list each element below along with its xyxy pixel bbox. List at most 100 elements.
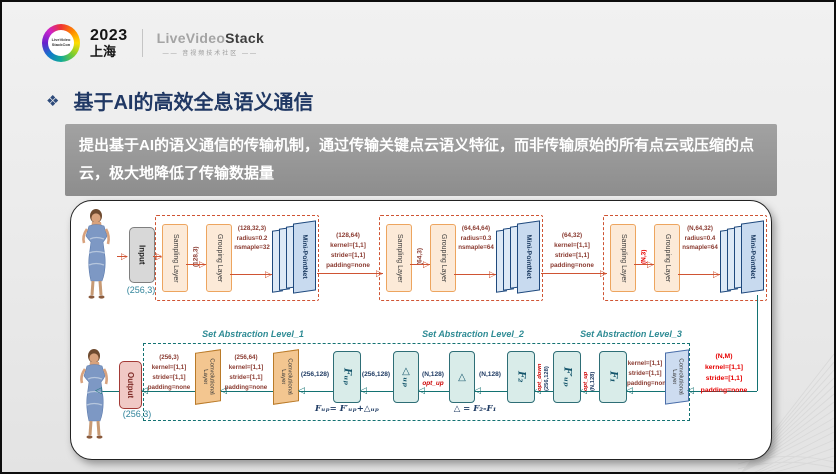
mid-conv-params: (256,64) kernel=[1,1] stride=[1,1] paddi… <box>224 354 268 391</box>
feature-box-f1: F₁ <box>599 351 627 403</box>
flow-line <box>317 273 383 274</box>
dim-label: (N,128) <box>590 371 596 391</box>
grouping-layer-label: Grouping Layer <box>440 233 448 283</box>
opt-up-label: opt_up <box>422 380 444 387</box>
sampling-layer-label: Sampling Layer <box>396 233 404 283</box>
set-abstraction-module-3: Sampling Layer (N,3) Grouping Layer (N,6… <box>603 215 767 301</box>
arrowhead-right-icon <box>489 270 496 279</box>
output-box: Output <box>119 361 142 409</box>
opt-up-label: opt_up <box>583 371 589 391</box>
sampling-output-dim: (64,3) <box>416 248 424 266</box>
grouping-layer-box: Grouping Layer <box>654 224 680 292</box>
grouping-params: (N,64,32) radius=0.4 nsmaple=64 <box>682 225 718 252</box>
f1-conv-params: kernel=[1,1] stride=[1,1] padding=none <box>627 360 670 387</box>
brand-wordmark: LiveVideoStack —— 音视频技术社区 —— <box>157 30 264 57</box>
mini-pointnet-box: Mini-PointNet <box>496 220 540 296</box>
dim-label: (256,128) <box>300 371 330 378</box>
sampling-output-dim: (128,3) <box>192 246 200 268</box>
sampling-layer-box: Sampling Layer <box>610 224 636 292</box>
feature-box-delta-up: △ᵤₚ <box>393 351 419 403</box>
grouping-layer-box: Grouping Layer <box>206 224 232 292</box>
transition-params-2: (64,32) kernel=[1,1] stride=[1,1] paddin… <box>550 232 594 269</box>
point-cloud-person-output <box>79 349 109 441</box>
mini-pointnet-label: Mini-PointNet <box>749 234 757 280</box>
flow-line <box>186 264 206 265</box>
conference-logo-text: LiveVideo StackCon <box>51 37 71 47</box>
convolutional-layer-label: Convolutional Layer <box>671 357 684 396</box>
delta-equation: △ = F₂-F₁ <box>453 404 497 414</box>
conference-logo-icon: LiveVideo StackCon <box>42 24 80 62</box>
arrowhead-right-icon <box>423 260 430 269</box>
convolutional-layer-box: Convolutional Layer <box>195 349 221 405</box>
nm-params: (N,M) kernel=[1,1] stride=[1,1] padding=… <box>700 353 748 394</box>
dim-label: (N,128) <box>422 371 444 378</box>
output-dim: (256,3) <box>122 409 152 419</box>
input-box: Input <box>129 227 155 283</box>
mini-pointnet-label: Mini-PointNet <box>301 234 309 280</box>
feature-box-delta: △ <box>449 351 475 403</box>
set-abstraction-level-1-label: Set Abstraction Level_1 <box>202 329 304 339</box>
dim-label: (N,128) <box>479 371 501 378</box>
sampling-output-dim: (N,3) <box>640 249 648 265</box>
mini-pointnet-box: Mini-PointNet <box>720 220 764 296</box>
brand-tagline: —— 音视频技术社区 —— <box>162 50 258 57</box>
convolutional-layer-label: Convolutional Layer <box>280 357 293 396</box>
decorative-fan-pattern <box>738 353 834 472</box>
sampling-layer-label: Sampling Layer <box>172 233 180 283</box>
feature-propagation-box <box>143 343 690 421</box>
set-abstraction-level-2-label: Set Abstraction Level_2 <box>422 329 524 339</box>
flow-line <box>230 274 272 275</box>
transition-params-1: (128,64) kernel=[1,1] stride=[1,1] paddi… <box>326 232 370 269</box>
arrowhead-right-icon <box>199 260 206 269</box>
feature-box-f2: F₂ <box>507 351 535 403</box>
flow-line-down <box>757 295 758 391</box>
dim-label: (256,128) <box>544 366 550 391</box>
output-conv-params: (256,3) kernel=[1,1] stride=[1,1] paddin… <box>147 354 191 391</box>
page-title: 基于AI的高效全息语义通信 <box>73 92 314 114</box>
dim-label: (256,128) <box>361 371 391 378</box>
title-row: ❖ 基于AI的高效全息语义通信 <box>46 86 313 115</box>
flow-line <box>410 264 430 265</box>
feature-box-fpup: F′ᵤₚ <box>553 351 581 403</box>
arrowhead-right-icon <box>265 270 272 279</box>
feature-box-fup: Fᵤₚ <box>333 351 361 403</box>
arrowhead-right-icon <box>713 270 720 279</box>
arrowhead-left-icon <box>95 386 102 395</box>
conference-city: 上海 <box>90 43 117 59</box>
convolutional-layer-box-right: Convolutional Layer <box>665 349 689 405</box>
summary-box: 提出基于AI的语义通信的传输机制，通过传输关键点云语义特征，而非传输原始的所有点… <box>65 124 777 196</box>
grouping-layer-box: Grouping Layer <box>430 224 456 292</box>
arrowhead-right-icon <box>121 252 128 261</box>
opt-down-label: opt_down <box>537 363 543 391</box>
flow-line <box>541 273 607 274</box>
arrowhead-left-icon <box>474 386 481 395</box>
sampling-layer-box: Sampling Layer <box>386 224 412 292</box>
flow-line <box>454 274 496 275</box>
grouping-params: (128,32,3) radius=0.2 nsmaple=32 <box>234 225 270 252</box>
grouping-layer-label: Grouping Layer <box>216 233 224 283</box>
conference-year: 2023 <box>90 26 128 44</box>
opt-up-dim-labels: opt_up (N,128) <box>583 351 597 391</box>
flow-line <box>678 274 720 275</box>
set-abstraction-module-1: Sampling Layer (128,3) Grouping Layer (1… <box>155 215 319 301</box>
arrowhead-left-icon <box>360 386 367 395</box>
set-abstraction-module-2: Sampling Layer (64,3) Grouping Layer (64… <box>379 215 543 301</box>
flow-line <box>634 264 654 265</box>
arrowhead-left-icon <box>298 386 305 395</box>
sampling-layer-box: Sampling Layer <box>162 224 188 292</box>
grouping-params: (64,64,64) radius=0.3 nsmaple=64 <box>458 225 494 252</box>
summary-text: 提出基于AI的语义通信的传输机制，通过传输关键点云语义特征，而非传输原始的所有点… <box>79 137 755 182</box>
input-label: Input <box>137 245 147 265</box>
mini-pointnet-box: Mini-PointNet <box>272 220 316 296</box>
convolutional-layer-box: Convolutional Layer <box>273 349 299 405</box>
flow-line-return <box>97 391 757 392</box>
architecture-diagram-panel: Input (256,3) Sampling Layer (128,3) Gro… <box>70 200 772 460</box>
arrowhead-left-icon <box>418 386 425 395</box>
output-label: Output <box>126 371 135 399</box>
mini-pointnet-label: Mini-PointNet <box>525 234 533 280</box>
header: LiveVideo StackCon 2023 上海 LiveVideoStac… <box>42 20 264 66</box>
arrowhead-right-icon <box>647 260 654 269</box>
brand-live: LiveVideo <box>156 29 226 46</box>
grouping-layer-label: Grouping Layer <box>664 233 672 283</box>
sampling-layer-label: Sampling Layer <box>620 233 628 283</box>
